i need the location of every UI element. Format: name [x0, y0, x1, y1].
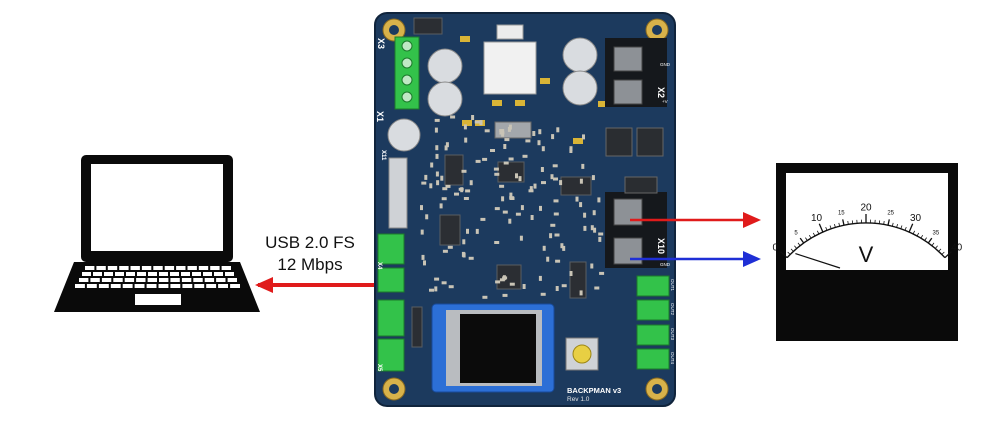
- terminal-label-out1: OUT1: [670, 279, 675, 291]
- usb-link-label-line2: 12 Mbps: [277, 255, 343, 274]
- meter-major-tick-label: 30: [910, 213, 922, 224]
- meter-minor-tick-label: 35: [933, 231, 940, 237]
- meter-minor-tick-label: 5: [794, 231, 798, 237]
- connector-x4-label: X4: [376, 262, 382, 270]
- connector-x2-label: X2: [656, 87, 666, 98]
- connector-x3-label: X3: [376, 38, 386, 49]
- meter-major-tick-label: 20: [860, 203, 872, 214]
- meter-minor-tick-label: 25: [887, 211, 894, 217]
- board-revision: Rev 1.0: [567, 396, 590, 403]
- meter-needle: [795, 253, 841, 269]
- connector-x11-label: X11: [380, 150, 386, 161]
- usb-link-label-line1: USB 2.0 FS: [265, 233, 355, 252]
- pcb-board: BACKPMAN v3 Rev 1.0 X3 X1 X11 X2 X10 X4 …: [374, 12, 676, 407]
- usb-link-label: USB 2.0 FS 12 Mbps: [246, 232, 374, 276]
- connector-x5-label: X5: [376, 364, 382, 372]
- connector-x10-label: X10: [656, 238, 666, 254]
- terminal-label-out4: OUT4: [670, 352, 675, 364]
- meter-minor-tick-label: 15: [838, 211, 845, 217]
- terminal-label-out2: OUT2: [670, 303, 675, 315]
- laptop-icon: [54, 155, 260, 312]
- meter-major-tick-label: 0: [773, 242, 779, 253]
- meter-unit: V: [859, 242, 874, 267]
- voltmeter-icon: 0 10 20 30 40 5 15 25 35 V: [773, 163, 963, 341]
- terminal-label-out3: OUT3: [670, 328, 675, 340]
- meter-major-tick-label: 40: [951, 242, 963, 253]
- connector-x1-label: X1: [375, 111, 385, 122]
- meter-major-tick-label: 10: [811, 213, 823, 224]
- terminal-label-gnd-2: GND: [660, 262, 671, 267]
- board-name: BACKPMAN v3: [567, 386, 621, 395]
- terminal-label-gnd: GND: [660, 62, 671, 67]
- terminal-label-vplus: +V: [662, 99, 668, 104]
